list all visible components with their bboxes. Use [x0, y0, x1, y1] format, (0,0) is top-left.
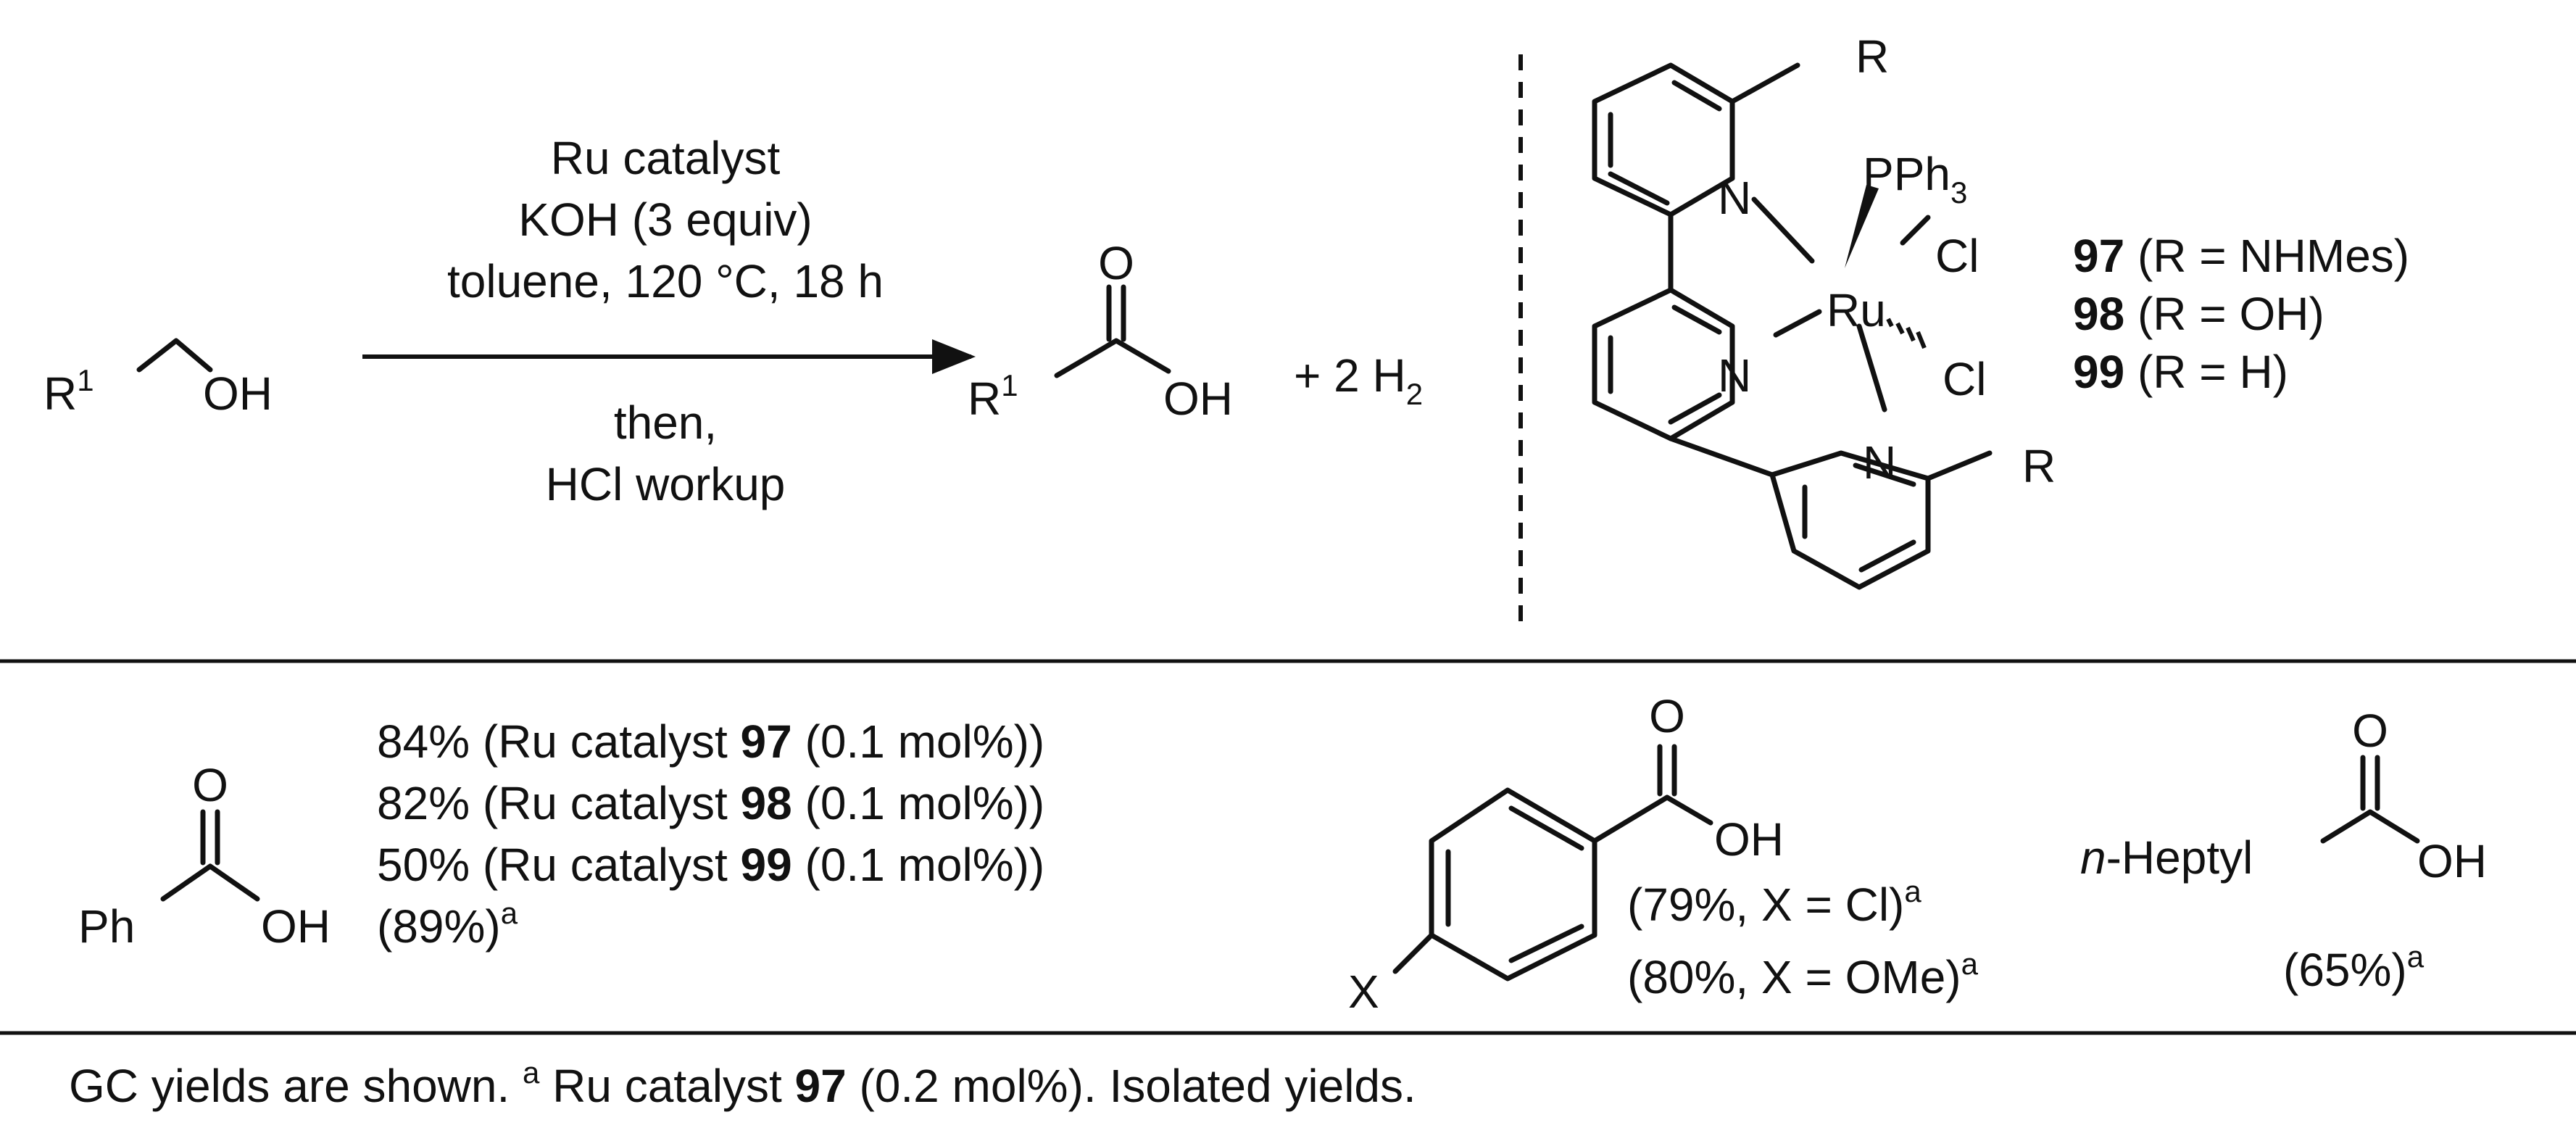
para-x-label: X: [1348, 966, 1379, 1018]
ru-n-top-bond: [1751, 196, 1815, 264]
example-heptyl-acid: n-Heptyl O OH (65%)a: [2080, 705, 2487, 996]
example-benzoic-acid: O Ph OH 84% (Ru catalyst 97 (0.1 mol%)) …: [78, 715, 1044, 953]
heptyl-yield: (65%)a: [2283, 939, 2425, 996]
benzoic-yield-isolated: (89%)a: [377, 896, 518, 953]
heptyl-oh-label: OH: [2417, 835, 2487, 887]
catalyst-variant-99: 99 (R = H): [2073, 346, 2288, 398]
condition-base: KOH (3 equiv): [518, 194, 812, 246]
condition-then: then,: [614, 397, 717, 449]
benzoic-yield-98: 82% (Ru catalyst 98 (0.1 mol%)): [377, 777, 1044, 829]
reaction-conditions: Ru catalyst KOH (3 equiv) toluene, 120 °…: [362, 132, 976, 510]
condition-workup: HCl workup: [546, 458, 786, 510]
bottom-pyridine-ring: [1769, 450, 1931, 590]
substrate-oh-label: OH: [203, 368, 273, 420]
catalyst-cl-2: Cl: [1943, 353, 1986, 405]
heptyl-label: n-Heptyl: [2080, 831, 2253, 884]
substrate-bonds: [136, 338, 213, 373]
catalyst-r-bottom: R: [2022, 440, 2056, 492]
product-r-label: R1: [968, 368, 1018, 425]
benzoic-yield-99: 50% (Ru catalyst 99 (0.1 mol%)): [377, 839, 1044, 891]
middle-pyridine-ring: [1592, 287, 1735, 441]
inter-ring-bond-2: [1668, 436, 1775, 478]
catalyst-cl-1: Cl: [1935, 230, 1979, 282]
product-chain: [1054, 338, 1171, 378]
condition-solvent: toluene, 120 °C, 18 h: [447, 255, 884, 307]
top-r-bond: [1729, 62, 1800, 104]
substrate-alcohol: R1 OH: [43, 338, 273, 420]
catalyst-ru: Ru: [1827, 284, 1886, 336]
ru-n-mid-bond: [1773, 309, 1822, 338]
para-yield-ome: (80%, X = OMe)a: [1627, 947, 1979, 1003]
catalyst-n-bot: N: [1863, 436, 1896, 489]
bot-ring-double-2: [1858, 539, 1916, 573]
catalyst-n-mid: N: [1718, 349, 1751, 402]
substrate-r-label: R1: [43, 363, 94, 420]
footnote: GC yields are shown. a Ru catalyst 97 (0…: [69, 1055, 1416, 1112]
bottom-r-bond: [1925, 450, 1993, 481]
catalyst-variant-97: 97 (R = NHMes): [2073, 230, 2409, 282]
mid-ring-double-3: [1668, 392, 1722, 425]
catalyst-r-top: R: [1856, 30, 1889, 83]
top-pyridine-ring: [1592, 62, 1735, 217]
para-oh-label: OH: [1714, 813, 1784, 866]
catalyst-n-top: N: [1718, 172, 1751, 224]
product-o-label: O: [1098, 237, 1134, 289]
bot-ring-double-3: [1853, 462, 1916, 487]
benzoic-ph-label: Ph: [78, 900, 135, 953]
ru-cl1-bond: [1900, 215, 1931, 246]
benzoic-o-label: O: [192, 759, 228, 811]
ru-p-wedge-bond: [1845, 185, 1879, 268]
para-yield-cl: (79%, X = Cl)a: [1627, 874, 1921, 931]
catalyst-variant-98: 98 (R = OH): [2073, 288, 2324, 340]
para-x-bond: [1392, 932, 1434, 974]
benzoic-yield-97: 84% (Ru catalyst 97 (0.1 mol%)): [377, 715, 1044, 768]
ru-n-bot-bond: [1856, 323, 1887, 412]
example-para-benzoic-acid: O OH X (79%, X = Cl)a (80%, X = OMe)a: [1348, 690, 1979, 1018]
para-benzene-ring: [1429, 787, 1597, 982]
catalyst-pph3: PPh3: [1863, 148, 1967, 209]
product-oh-label: OH: [1163, 373, 1233, 425]
benzoic-oh-label: OH: [261, 900, 331, 953]
para-ring-bond: [1592, 794, 1670, 844]
para-ring-double-2: [1508, 805, 1584, 851]
top-ring-double-2: [1671, 80, 1722, 112]
condition-catalyst: Ru catalyst: [551, 132, 781, 184]
heptyl-o-label: O: [2352, 705, 2388, 757]
para-o-label: O: [1649, 690, 1685, 742]
para-c-oh-bond: [1664, 794, 1713, 826]
ru-catalyst-structure: R N PPh3 Cl Ru N Cl N R 97 (R = NHMes) 9…: [1592, 30, 2409, 590]
ru-cl2-hashed-bond: [1886, 318, 1927, 349]
benzoic-chain: [160, 863, 260, 902]
para-ring-double-3: [1508, 924, 1584, 963]
byproduct-hydrogen: + 2 H2: [1294, 349, 1423, 411]
mid-ring-double-2: [1671, 304, 1722, 335]
product-carboxylic-acid: O R1 OH: [968, 237, 1233, 425]
heptyl-chain: [2320, 809, 2420, 844]
top-ring-double-3: [1608, 171, 1670, 206]
